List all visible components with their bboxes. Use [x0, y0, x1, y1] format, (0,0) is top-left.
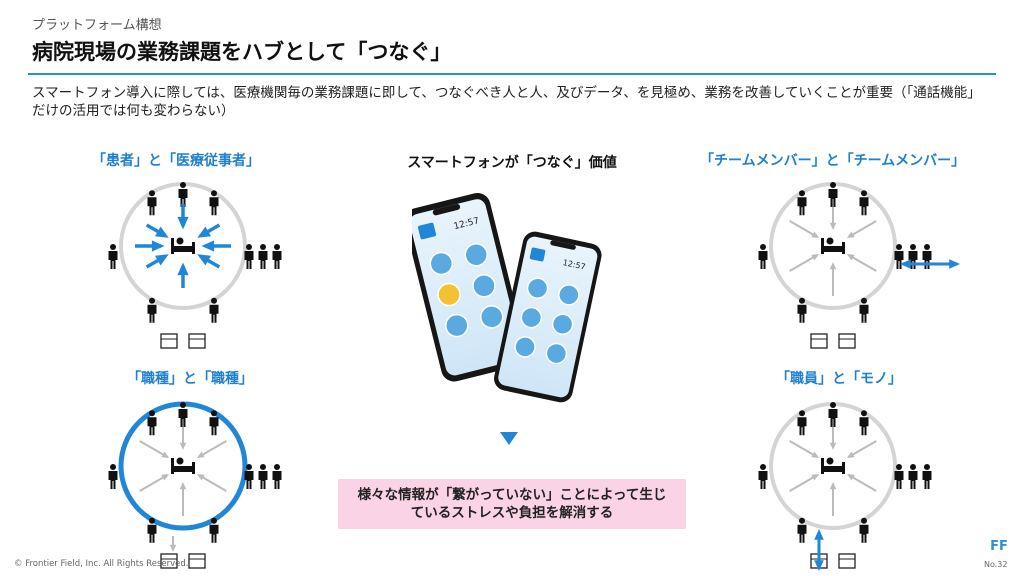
- staff-person-icon: [859, 517, 869, 543]
- group-person-icon: [272, 244, 282, 269]
- staff-person-icon: [828, 182, 838, 207]
- box-icons: [160, 333, 206, 349]
- box-icons: [160, 553, 206, 569]
- staff-person-icon: [209, 190, 219, 216]
- inward-arrows-icon: [135, 204, 231, 288]
- copyright: © Frontier Field, Inc. All Rights Reserv…: [14, 559, 189, 569]
- page-number: No.32: [984, 560, 1008, 569]
- diagram-patient-staff: [83, 168, 283, 368]
- double-arrow-icon: [900, 259, 960, 269]
- breadcrumb: プラットフォーム構想: [32, 18, 162, 33]
- diagram-label-team-team: 「チームメンバー」と「チームメンバー」: [700, 153, 966, 169]
- left-person-icon: [758, 244, 768, 269]
- smartphone-illustration: 12:57 12:57: [404, 186, 612, 406]
- phone-back: 12:57: [404, 193, 528, 382]
- staff-person-icon: [147, 190, 157, 216]
- diagram-role-role: [83, 388, 283, 576]
- title-divider: [28, 73, 996, 75]
- company-logo: FF: [988, 536, 1010, 554]
- bed-icon: [821, 457, 845, 474]
- staff-person-icon: [797, 297, 807, 323]
- intro-text: スマートフォン導入に際しては、医療機関毎の業務課題に即して、つなぐべき人と人、及…: [32, 85, 981, 119]
- staff-person-icon: [209, 410, 219, 436]
- double-arrow-icon: [814, 529, 824, 571]
- staff-person-icon: [147, 517, 157, 543]
- box-icons: [810, 333, 856, 349]
- group-person-icon: [272, 464, 282, 489]
- left-person-icon: [108, 464, 118, 489]
- page-title: 病院現場の業務課題をハブとして「つなぐ」: [32, 40, 452, 64]
- staff-person-icon: [797, 410, 807, 436]
- group-person-icon: [244, 464, 254, 489]
- diagram-staff-things: [733, 388, 933, 576]
- group-person-icon: [922, 464, 932, 489]
- group-person-icon: [258, 244, 268, 269]
- group-person-icon: [244, 244, 254, 269]
- staff-person-icon: [828, 402, 838, 427]
- group-person-icon: [894, 464, 904, 489]
- phone-front: 12:57: [494, 231, 602, 403]
- callout-box: 様々な情報が「繋がっていない」ことによって生じているストレスや負担を解消する: [338, 479, 686, 529]
- staff-person-icon: [209, 297, 219, 323]
- center-heading: スマートフォンが「つなぐ」価値: [407, 155, 617, 171]
- group-person-icon: [258, 464, 268, 489]
- staff-person-icon: [859, 190, 869, 216]
- staff-person-icon: [178, 182, 188, 207]
- bed-icon: [171, 457, 195, 474]
- left-person-icon: [758, 464, 768, 489]
- staff-person-icon: [178, 402, 188, 427]
- down-arrow-icon: [500, 432, 518, 445]
- left-person-icon: [108, 244, 118, 269]
- diagram-label-patient-staff: 「患者」と「医療従事者」: [92, 153, 260, 169]
- svg-text:FF: FF: [990, 539, 1008, 554]
- staff-person-icon: [797, 517, 807, 543]
- diagram-team-team: [733, 168, 960, 368]
- diagram-label-staff-things: 「職員」と「モノ」: [776, 371, 902, 387]
- staff-person-icon: [859, 410, 869, 436]
- bed-icon: [171, 237, 195, 254]
- bed-icon: [821, 237, 845, 254]
- group-person-icon: [908, 464, 918, 489]
- staff-person-icon: [859, 297, 869, 323]
- staff-person-icon: [797, 190, 807, 216]
- staff-person-icon: [147, 297, 157, 323]
- staff-person-icon: [209, 517, 219, 543]
- diagram-label-role-role: 「職種」と「職種」: [127, 371, 253, 387]
- staff-person-icon: [147, 410, 157, 436]
